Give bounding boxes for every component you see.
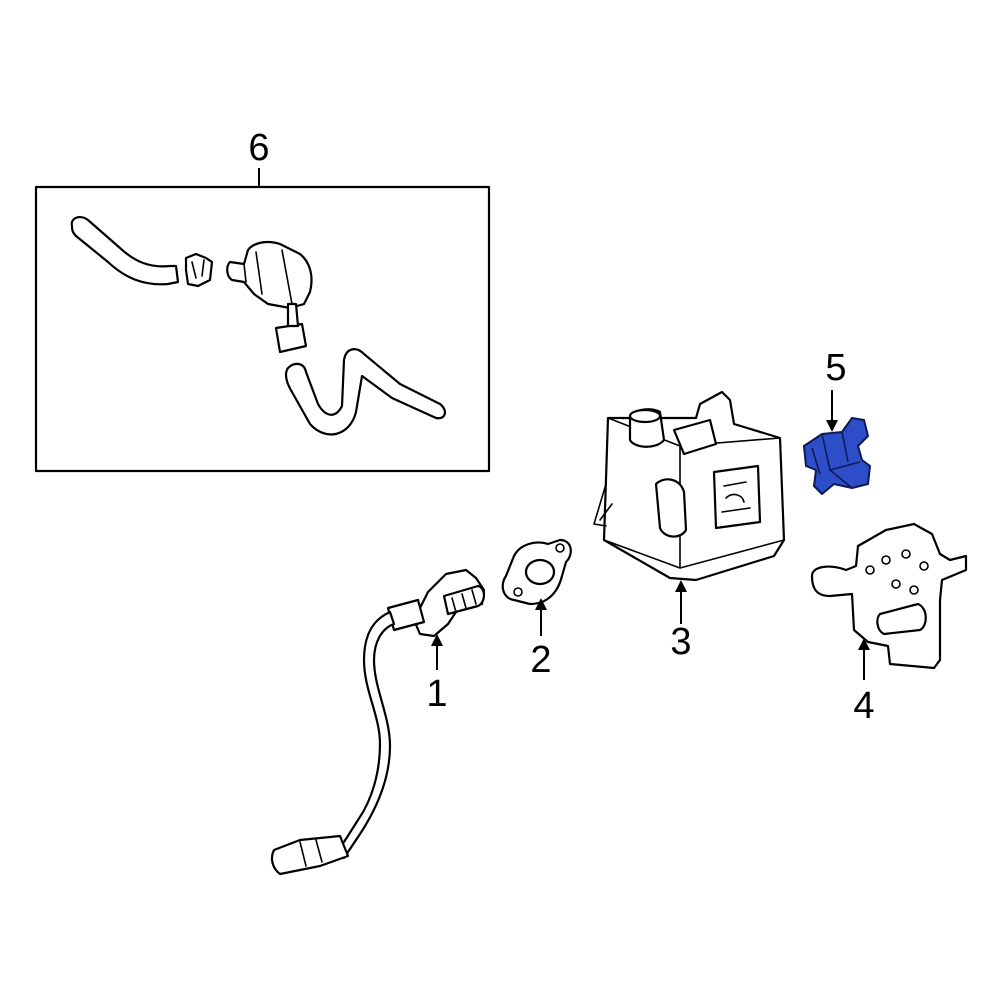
callout-3: 3 (670, 621, 691, 663)
part-6-inset[interactable]: 6 (34, 127, 491, 473)
inset-frame (34, 185, 491, 473)
valve-body-highlighted (803, 417, 871, 495)
inset-hose-upper (70, 216, 180, 286)
bracket-outline (810, 522, 968, 670)
inset-hose-short (274, 322, 308, 354)
canister-port-top (672, 418, 718, 456)
inset-hose-long (284, 348, 446, 436)
sensor-wire (332, 610, 396, 860)
part-1-sensor[interactable]: 1 (270, 568, 486, 876)
part-3-canister[interactable]: 3 (593, 390, 786, 663)
callout-4: 4 (853, 685, 874, 727)
callout-5: 5 (825, 347, 846, 389)
part-4-bracket[interactable]: 4 (810, 522, 968, 727)
callout-6: 6 (248, 127, 269, 169)
callout-2: 2 (530, 639, 551, 681)
inset-clamp (184, 252, 214, 288)
callout-1: 1 (426, 673, 447, 715)
sensor-connector (270, 834, 350, 876)
part-2-gasket[interactable]: 2 (501, 538, 572, 681)
part-5-valve[interactable]: 5 (803, 347, 871, 495)
